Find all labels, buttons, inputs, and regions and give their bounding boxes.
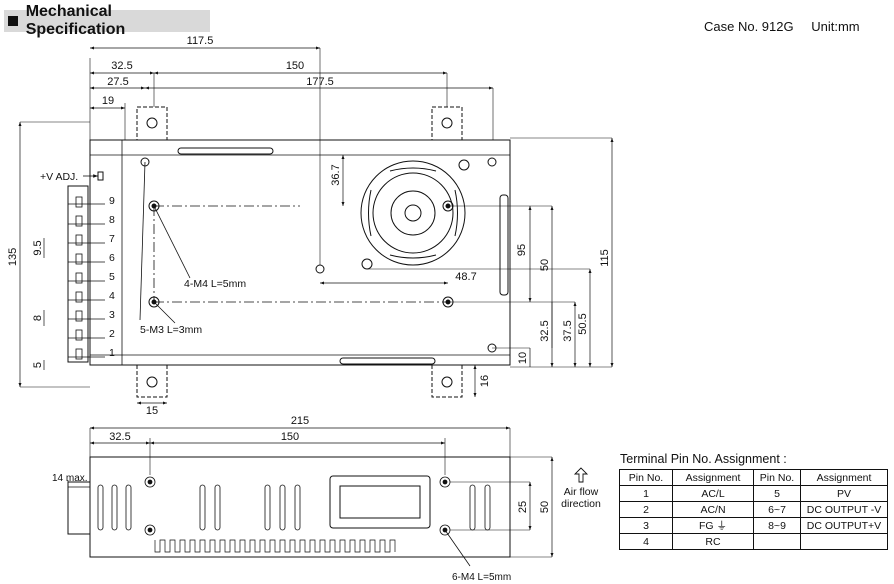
dim-side-150: 150 xyxy=(281,431,299,443)
dim-8: 8 xyxy=(32,315,44,321)
table-cell: AC/L xyxy=(672,485,754,502)
square-bullet-icon xyxy=(8,16,18,26)
terminal-9: 9 xyxy=(109,195,115,207)
dim-32-5-vertical: 32.5 xyxy=(539,320,551,341)
dim-36-7: 36.7 xyxy=(330,164,342,185)
dim-14-max: 14 max. xyxy=(52,473,88,484)
table-cell: 4 xyxy=(619,533,673,550)
m4-callout: 4-M4 L=5mm xyxy=(184,278,246,290)
dim-135: 135 xyxy=(7,248,19,266)
table-cell: 3 xyxy=(619,517,673,534)
dim-side-50: 50 xyxy=(539,501,551,513)
table-row: 2 AC/N 6~7 DC OUTPUT -V xyxy=(619,501,888,518)
terminal-6: 6 xyxy=(109,252,115,264)
top-view-annotations: +V ADJ. 4-M4 L=5mm 5-M3 L=3mm xyxy=(40,171,246,336)
dim-16: 16 xyxy=(479,375,491,387)
terminal-7: 7 xyxy=(109,233,115,245)
top-view xyxy=(18,46,614,405)
mount-tab-top-left xyxy=(136,106,168,141)
table-cell: DC OUTPUT -V xyxy=(800,501,888,518)
dim-side-32-5: 32.5 xyxy=(109,431,130,443)
fan-guard xyxy=(360,160,466,266)
dim-177-5: 177.5 xyxy=(306,76,334,88)
pin-assignment-table: Pin No. Assignment Pin No. Assignment 1 … xyxy=(619,469,888,550)
table-cell xyxy=(753,533,801,550)
dim-95: 95 xyxy=(516,244,528,256)
side-view xyxy=(67,426,589,567)
section-header: Mechanical Specification xyxy=(4,3,210,38)
airflow-arrow-icon xyxy=(573,467,589,483)
table-header-row: Pin No. Assignment Pin No. Assignment xyxy=(619,469,888,486)
dim-27-5: 27.5 xyxy=(107,76,128,88)
dim-50: 50 xyxy=(539,259,551,271)
table-row: 3 FG ⏚ 8~9 DC OUTPUT+V xyxy=(619,517,888,534)
m3-callout: 5-M3 L=3mm xyxy=(140,324,202,336)
dim-215: 215 xyxy=(291,415,309,427)
top-view-outline xyxy=(89,139,511,366)
table-cell: 6~7 xyxy=(753,501,801,518)
terminal-5: 5 xyxy=(109,271,115,283)
table-row: 4 RC xyxy=(619,533,888,550)
top-view-dimension-labels: 117.5 32.5 150 27.5 177.5 19 135 9.5 8 5… xyxy=(7,35,611,417)
table-header: Pin No. xyxy=(619,469,673,486)
table-cell: 5 xyxy=(753,485,801,502)
dim-150: 150 xyxy=(286,60,304,72)
table-header: Pin No. xyxy=(753,469,801,486)
side-terminal-profile xyxy=(67,481,91,535)
table-header: Assignment xyxy=(672,469,754,486)
dim-15: 15 xyxy=(146,405,158,417)
airflow-label-line1: Air flow xyxy=(564,486,599,498)
table-cell: 8~9 xyxy=(753,517,801,534)
dim-115: 115 xyxy=(599,249,611,267)
dim-9-5: 9.5 xyxy=(32,240,44,255)
vadj-potentiometer xyxy=(97,171,104,181)
case-number: Case No. 912G xyxy=(704,19,794,34)
dim-19: 19 xyxy=(102,95,114,107)
m3-holes xyxy=(140,157,497,353)
terminal-3: 3 xyxy=(109,309,115,321)
table-cell: FG ⏚ xyxy=(672,517,754,534)
airflow-label-line2: direction xyxy=(561,498,601,510)
table-cell: 1 xyxy=(619,485,673,502)
vadj-label: +V ADJ. xyxy=(40,171,78,183)
table-cell: RC xyxy=(672,533,754,550)
pin-table-title: Terminal Pin No. Assignment : xyxy=(620,452,787,466)
dim-48-7: 48.7 xyxy=(455,271,476,283)
table-row: 1 AC/L 5 PV xyxy=(619,485,888,502)
terminal-8: 8 xyxy=(109,214,115,226)
m4-holes xyxy=(148,200,454,308)
dim-117-5: 117.5 xyxy=(187,35,214,47)
table-cell: AC/N xyxy=(672,501,754,518)
table-header: Assignment xyxy=(800,469,888,486)
side-label-window xyxy=(329,475,431,529)
dim-side-25: 25 xyxy=(517,501,529,513)
dim-32-5: 32.5 xyxy=(111,60,132,72)
case-info: Case No. 912G Unit:mm xyxy=(704,19,874,34)
mount-tab-top-right xyxy=(431,106,463,141)
terminal-1: 1 xyxy=(109,347,115,359)
dim-50-5: 50.5 xyxy=(577,313,589,334)
table-cell: PV xyxy=(800,485,888,502)
dim-37-5: 37.5 xyxy=(562,320,574,341)
mount-tab-bottom-left xyxy=(136,364,168,398)
section-title: Mechanical Specification xyxy=(25,3,126,38)
table-cell: DC OUTPUT+V xyxy=(800,517,888,534)
dim-5: 5 xyxy=(32,362,44,368)
terminal-block xyxy=(67,185,89,363)
terminal-numbers: 9 8 7 6 5 4 3 2 1 xyxy=(109,195,115,359)
table-cell: 2 xyxy=(619,501,673,518)
unit-label: Unit:mm xyxy=(811,19,860,34)
terminal-2: 2 xyxy=(109,328,115,340)
dim-10: 10 xyxy=(517,352,529,364)
side-view-labels: 215 32.5 150 14 max. 25 50 Air flow dire… xyxy=(52,415,601,583)
side-m4-callout: 6-M4 L=5mm xyxy=(452,572,511,583)
table-cell xyxy=(800,533,888,550)
mount-tab-bottom-right xyxy=(431,364,463,398)
terminal-4: 4 xyxy=(109,290,115,302)
